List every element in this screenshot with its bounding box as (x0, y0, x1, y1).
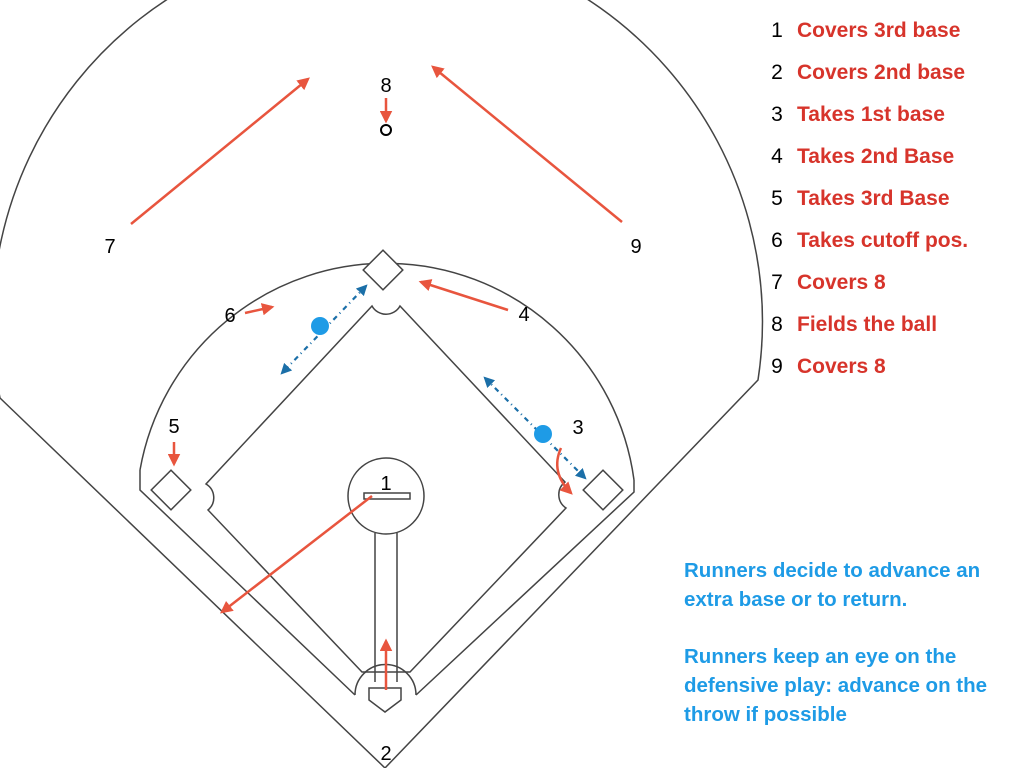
first-base (582, 469, 624, 511)
move-arrow-4 (418, 279, 509, 312)
move-arrow-6 (244, 303, 275, 316)
move-arrow-1 (220, 495, 373, 614)
runner-near-second (311, 317, 329, 335)
position-label-3: 3 (572, 417, 583, 439)
legend-number: 2 (771, 61, 783, 84)
legend-row: 7 Covers 8 (764, 262, 1024, 304)
legend-number: 8 (771, 313, 783, 336)
position-label-4: 4 (518, 304, 529, 326)
position-label-8: 8 (380, 75, 391, 97)
position-label-1: 1 (380, 473, 391, 495)
legend-description: Takes 2nd Base (797, 145, 955, 168)
pitchers-rubber (363, 492, 411, 500)
legend-row: 9 Covers 8 (764, 346, 1024, 388)
position-legend: 1 Covers 3rd base 2 Covers 2nd base 3 Ta… (764, 10, 1024, 388)
legend-description: Takes cutoff pos. (797, 229, 969, 252)
move-arrow-3 (556, 447, 573, 495)
runner-near-first (534, 425, 552, 443)
legend-description: Covers 8 (797, 355, 886, 378)
note-advance-or-return: Runners decide to advance an extra base … (684, 559, 981, 611)
second-base (362, 249, 404, 291)
legend-description: Takes 1st base (797, 103, 945, 126)
infield-left-edge (139, 470, 356, 696)
note-watch-defense: Runners keep an eye on the defensive pla… (684, 645, 988, 726)
legend-row: 4 Takes 2nd Base (764, 136, 1024, 178)
home-plate (368, 687, 402, 713)
legend-row: 6 Takes cutoff pos. (764, 220, 1024, 262)
position-label-6: 6 (224, 305, 235, 327)
legend-row: 8 Fields the ball (764, 304, 1024, 346)
legend-number: 5 (771, 187, 783, 210)
runner-notes: Runners decide to advance an extra base … (684, 556, 1019, 757)
third-base (150, 469, 192, 511)
position-label-7: 7 (104, 236, 115, 258)
mound-lane (374, 533, 398, 682)
infield-diamond (204, 304, 568, 673)
fielder-movements (130, 65, 623, 690)
legend-description: Covers 8 (797, 271, 886, 294)
legend-description: Covers 3rd base (797, 19, 961, 42)
legend-row: 2 Covers 2nd base (764, 52, 1024, 94)
legend-row: 1 Covers 3rd base (764, 10, 1024, 52)
infield-arc (139, 262, 635, 481)
legend-row: 3 Takes 1st base (764, 94, 1024, 136)
runner-path-first (483, 376, 587, 480)
ball-marker (380, 124, 392, 136)
infield-right-edge (415, 480, 635, 696)
legend-number: 9 (771, 355, 783, 378)
position-label-5: 5 (168, 416, 179, 438)
move-arrow-7 (130, 77, 310, 225)
legend-row: 5 Takes 3rd Base (764, 178, 1024, 220)
outfield-fence (0, 0, 764, 768)
legend-description: Fields the ball (797, 313, 938, 336)
legend-number: 4 (771, 145, 783, 168)
legend-number: 7 (771, 271, 783, 294)
legend-description: Takes 3rd Base (797, 187, 950, 210)
legend-number: 6 (771, 229, 783, 252)
legend-description: Covers 2nd base (797, 61, 966, 84)
runner-paths (280, 284, 587, 480)
legend-number: 3 (771, 103, 783, 126)
position-label-9: 9 (630, 236, 641, 258)
position-label-2: 2 (380, 743, 391, 765)
legend-number: 1 (771, 19, 783, 42)
move-arrow-9 (431, 65, 623, 223)
